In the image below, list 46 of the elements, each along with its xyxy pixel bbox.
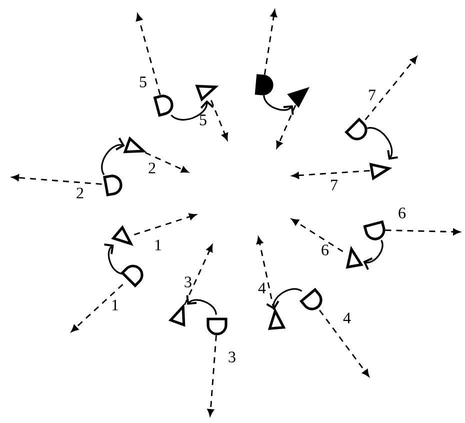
number-label: 1 — [112, 300, 118, 310]
d-shape — [300, 288, 322, 310]
dashed-arrow — [71, 284, 124, 332]
dashed-arrow — [134, 213, 196, 236]
dashed-arrow — [264, 10, 278, 75]
number-label: 6 — [398, 208, 406, 218]
number-label: 2 — [76, 188, 84, 198]
d-shape — [254, 74, 274, 96]
curved-arrow — [266, 288, 302, 310]
dashed-arrow — [136, 14, 161, 95]
curved-arrow — [101, 138, 125, 176]
d-shape — [363, 220, 386, 240]
number-label: 5 — [200, 114, 206, 126]
number-label: 1 — [155, 240, 162, 250]
dashed-arrow — [256, 236, 275, 310]
d-shape — [154, 94, 174, 117]
curved-arrow — [170, 100, 214, 120]
dashed-arrow — [319, 310, 370, 377]
dashed-arrow — [364, 56, 418, 120]
curved-arrow — [186, 295, 217, 315]
dashed-arrow — [292, 170, 370, 179]
curved-arrow — [363, 240, 384, 270]
dashed-arrow — [12, 174, 102, 185]
d-shape — [345, 118, 368, 140]
d-shape — [121, 264, 144, 287]
dashed-arrow — [291, 218, 344, 252]
dashed-arrow — [385, 228, 460, 236]
dashed-arrow — [207, 335, 217, 416]
curved-arrow — [263, 95, 294, 115]
number-label: 7 — [369, 90, 376, 100]
number-label: 4 — [258, 282, 266, 294]
d-shape — [103, 174, 122, 196]
dashed-arrow — [144, 152, 188, 173]
number-label: 2 — [148, 162, 156, 174]
dashed-arrow — [276, 104, 296, 148]
curved-arrow — [104, 244, 123, 275]
dashed-arrow — [184, 244, 213, 306]
number-label: 4 — [343, 312, 351, 324]
number-label: 3 — [184, 276, 192, 288]
curved-arrow — [367, 127, 398, 160]
number-label: 7 — [331, 180, 338, 190]
dashed-arrow — [210, 100, 228, 140]
number-label: 3 — [228, 352, 236, 362]
number-label: 5 — [140, 76, 146, 88]
d-shape — [206, 318, 228, 336]
number-label: 6 — [322, 244, 329, 256]
